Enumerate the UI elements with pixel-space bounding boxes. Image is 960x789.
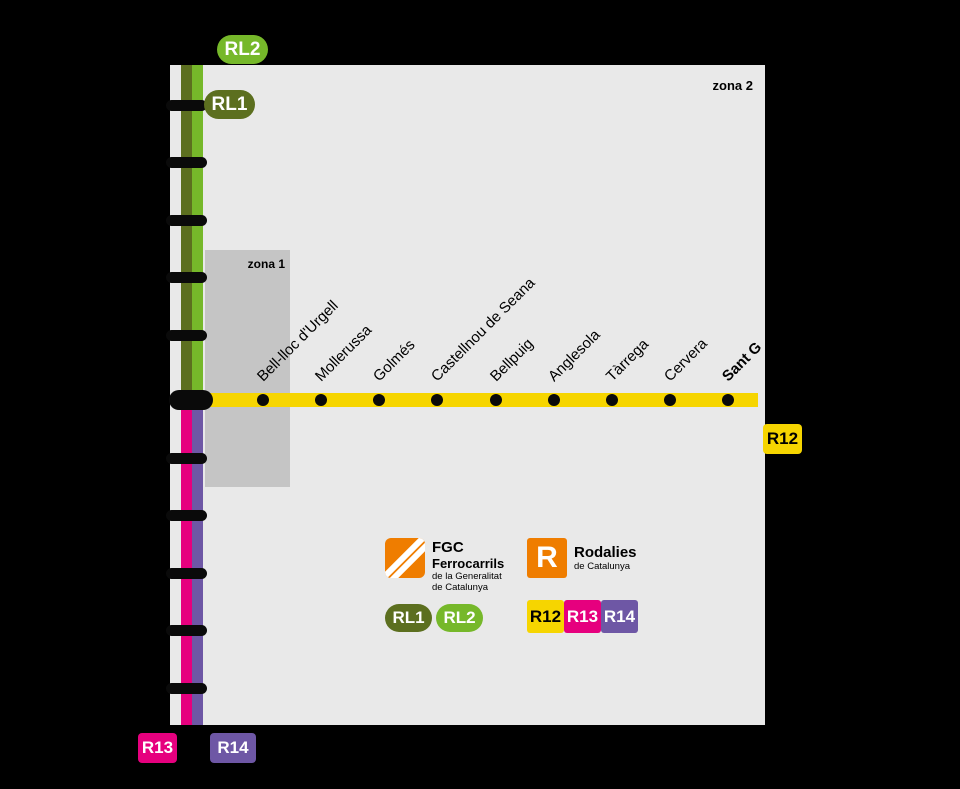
- legend-badge-r13: R13: [564, 600, 601, 633]
- station-dot: [373, 394, 386, 406]
- fgc-title: FGC: [432, 539, 464, 556]
- station-marker: [166, 624, 207, 636]
- station-marker: [166, 509, 207, 521]
- line-rl2-segment: [192, 65, 203, 400]
- line-r13-segment: [181, 400, 192, 725]
- rodalies-logo-icon: R: [527, 538, 567, 578]
- legend-badge-rl2: RL2: [436, 604, 483, 632]
- legend-badge-r12: R12: [527, 600, 564, 633]
- station-dot: [431, 394, 444, 406]
- fgc-logo-stripe: [385, 538, 425, 578]
- station-marker: [166, 156, 207, 168]
- station-marker: [166, 214, 207, 226]
- fgc-line3: de la Generalitat: [432, 571, 502, 582]
- zone2-label: zona 2: [712, 78, 753, 93]
- zone1-label: zona 1: [247, 257, 285, 271]
- line-badge-rl2: RL2: [217, 35, 268, 64]
- station-label: Tàrrega: [602, 335, 652, 385]
- station-label: Mollerussa: [312, 321, 376, 385]
- line-r14-segment: [192, 400, 203, 725]
- station-dot: [605, 394, 618, 406]
- fgc-logo-icon: [385, 538, 425, 578]
- station-dot: [722, 394, 734, 406]
- line-badge-rl1: RL1: [204, 90, 255, 119]
- station-label: Castellnou de Seana: [428, 274, 539, 385]
- station-dot: [257, 394, 269, 406]
- station-label: Anglesola: [544, 326, 604, 385]
- rodalies-wordmark: Rodalies de Catalunya: [574, 544, 637, 572]
- station-marker: [166, 567, 207, 579]
- station-label: Cervera: [660, 335, 711, 385]
- fgc-wordmark: FGC Ferrocarrils de la Generalitat de Ca…: [432, 539, 504, 593]
- station-label: Sant G: [718, 338, 766, 385]
- station-dot: [663, 394, 676, 406]
- fgc-subtitle: Ferrocarrils: [432, 556, 505, 571]
- station-marker: [166, 452, 207, 464]
- rodalies-title: Rodalies: [574, 544, 637, 561]
- line-badge-r14: R14: [210, 733, 256, 763]
- station-label: Bellpuig: [486, 335, 537, 385]
- line-badge-r13: R13: [138, 733, 177, 763]
- station-marker: [166, 271, 207, 283]
- station-dot: [547, 394, 560, 406]
- legend-badge-rl1: RL1: [385, 604, 432, 632]
- station-marker: [166, 99, 207, 111]
- line-rl1-segment: [181, 65, 192, 400]
- station-dot: [489, 394, 502, 406]
- station-label: Golmés: [370, 336, 419, 385]
- station-marker: [166, 329, 207, 341]
- station-marker: [166, 682, 207, 694]
- station-dot: [315, 394, 328, 406]
- legend-badge-r14: R14: [601, 600, 638, 633]
- interchange-station-marker: [169, 390, 213, 410]
- line-badge-r12: R12: [763, 424, 802, 454]
- fgc-line4: de Catalunya: [432, 582, 488, 593]
- zone1-area: zona 1: [205, 250, 290, 487]
- rodalies-subtitle: de Catalunya: [574, 561, 630, 572]
